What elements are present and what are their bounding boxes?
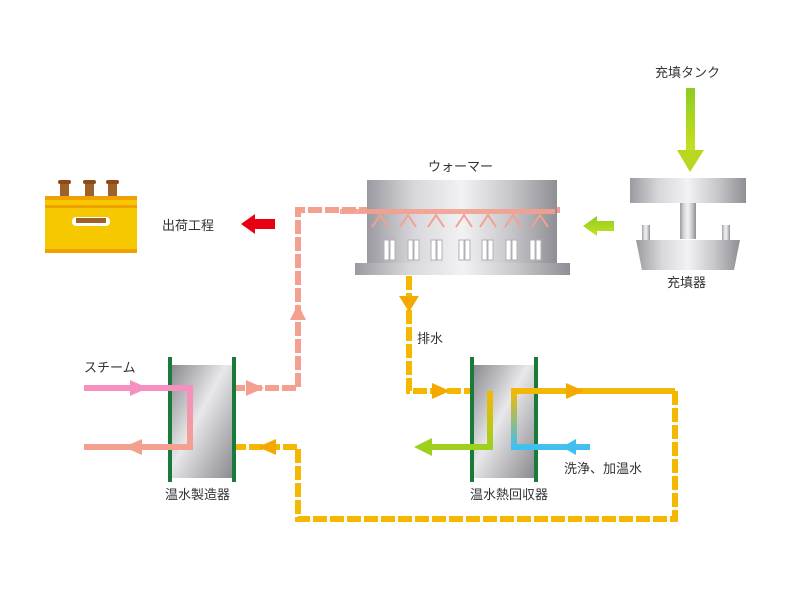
hot-water-maker-label: 温水製造器 <box>165 488 230 503</box>
filler-machine <box>630 178 746 270</box>
drain-label: 排水 <box>417 332 443 347</box>
wash-water-label: 洗浄、加温水 <box>564 462 642 477</box>
filling-tank-arrow-icon <box>677 88 704 172</box>
heat-recovery-exchanger <box>414 357 675 482</box>
warmer-label: ウォーマー <box>428 160 493 175</box>
shipping-arrow-icon <box>241 214 275 234</box>
steam-label: スチーム <box>84 361 136 376</box>
return-loop-pipe <box>211 391 678 522</box>
hot-water-maker-exchanger <box>84 357 236 482</box>
warmer-machine <box>340 180 570 275</box>
heat-recovery-label: 温水熱回収器 <box>470 488 548 503</box>
shipping-label: 出荷工程 <box>162 219 214 234</box>
filler-to-warmer-arrow-icon <box>583 216 614 236</box>
filling-tank-label: 充填タンク <box>655 65 720 81</box>
bottle-crate-icon <box>45 180 137 253</box>
filler-label: 充填器 <box>667 275 706 291</box>
